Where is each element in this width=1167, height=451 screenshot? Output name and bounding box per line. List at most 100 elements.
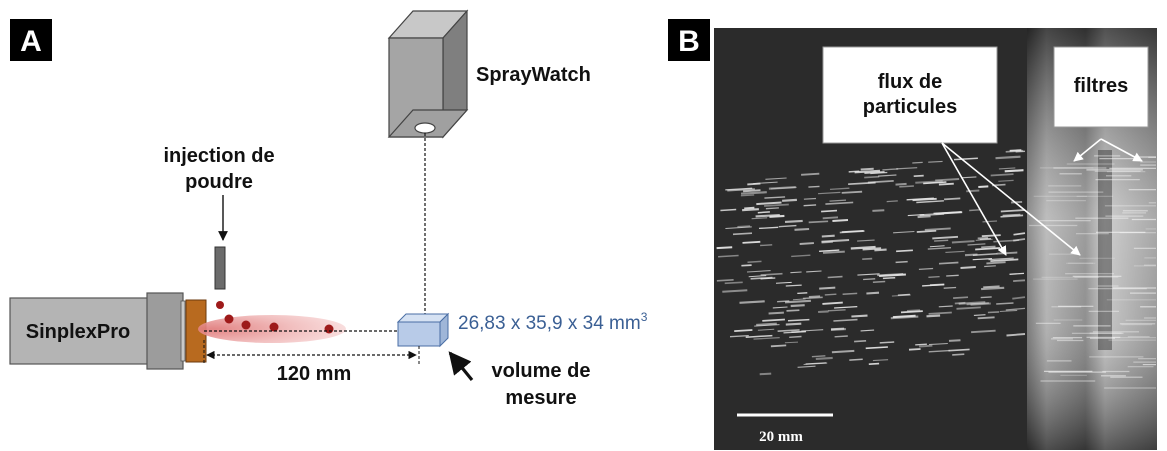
particle-streak: [777, 300, 790, 303]
particle-streak: [935, 178, 960, 182]
particle-streak: [954, 301, 966, 305]
particle-streak: [725, 187, 753, 191]
particle-streak: [799, 242, 814, 245]
particle-streak: [952, 353, 965, 356]
particle-streak: [999, 309, 1018, 313]
particle-streak: [978, 185, 989, 188]
particle-streak: [932, 235, 959, 240]
particle-streak: [769, 214, 785, 218]
particle-streak: [987, 311, 1000, 314]
particle-streak: [765, 207, 779, 210]
particle-streak: [784, 299, 811, 304]
particle-streak: [868, 362, 880, 365]
particle-streak: [737, 225, 751, 228]
volume-label-line2: mesure: [505, 387, 576, 409]
particle-streak: [827, 309, 846, 312]
particle-streak: [783, 331, 806, 334]
particle-streak: [895, 182, 907, 186]
particle-streak: [882, 276, 896, 280]
particle-streak: [862, 247, 882, 251]
particle-streak: [857, 273, 880, 276]
particle-streak: [772, 306, 788, 309]
particle-streak: [722, 289, 748, 293]
particle-streak: [934, 239, 949, 242]
particle-streak: [841, 230, 864, 233]
particle-streak: [797, 365, 816, 368]
particle-streak: [765, 177, 787, 180]
particle-streak: [790, 271, 802, 274]
particle-streak: [756, 201, 782, 206]
particle-streak: [792, 298, 806, 301]
particle-streak: [829, 187, 850, 191]
scale-bar-label: 20 mm: [759, 429, 803, 445]
particle-streak: [825, 201, 854, 205]
particle-streak: [718, 254, 739, 258]
particle-streak: [803, 362, 828, 366]
particle-streak: [988, 257, 1014, 261]
particle-streak: [1012, 296, 1026, 300]
particle-streak: [724, 281, 743, 285]
particle-streak: [960, 176, 977, 179]
particle-flow-arrow: [941, 142, 1081, 256]
particle-streak: [743, 189, 761, 193]
particle-streak: [928, 275, 940, 278]
particle-streak: [778, 224, 797, 228]
filters-callout-box: [1053, 46, 1149, 128]
particle-streak: [917, 215, 931, 219]
particle-streak: [725, 226, 752, 229]
particle-streak: [912, 197, 937, 202]
particle-streak: [916, 200, 944, 204]
particle-streak: [919, 212, 945, 217]
particle-streak: [998, 167, 1016, 170]
particle-streak: [739, 300, 765, 304]
powder-particle: [224, 314, 234, 324]
particle-streak: [720, 208, 737, 212]
particle-streak: [1013, 279, 1026, 282]
particle-streak: [874, 248, 887, 252]
particle-streak: [944, 197, 961, 201]
particle-streak: [842, 292, 858, 296]
distance-label: 120 mm: [277, 363, 352, 385]
particle-streak: [981, 245, 996, 249]
particle-streak: [990, 173, 1014, 177]
particle-streak: [897, 293, 910, 296]
particle-streak: [983, 285, 1000, 289]
particle-streak: [906, 197, 934, 201]
particle-streak: [824, 293, 837, 296]
particle-streak: [834, 305, 858, 309]
particle-streak: [982, 220, 998, 223]
particle-streak: [984, 265, 996, 268]
particle-streak: [808, 220, 829, 224]
particle-streak: [960, 266, 976, 269]
particle-streak: [830, 328, 846, 332]
particle-streak: [808, 295, 821, 298]
particle-streak: [822, 250, 845, 254]
particle-streak: [833, 318, 858, 322]
particle-streak: [981, 234, 1001, 238]
particle-streak: [981, 286, 1005, 291]
particle-streak: [760, 244, 773, 247]
particle-streak: [879, 341, 895, 344]
particle-streak: [750, 276, 773, 280]
particle-streak: [745, 334, 773, 338]
particle-streak: [748, 275, 767, 278]
particle-streak: [972, 258, 993, 261]
particle-streak: [741, 264, 752, 267]
particle-streak: [964, 253, 978, 257]
particle-streak: [912, 161, 923, 164]
particle-streak: [879, 273, 906, 278]
volume-label-line1: volume de: [492, 360, 591, 382]
particle-streak: [896, 167, 918, 170]
particle-streak: [1009, 272, 1025, 275]
particle-streak: [943, 286, 957, 289]
particle-flow-label-line2: particules: [863, 96, 957, 118]
particle-streak: [764, 196, 786, 199]
particle-streak: [996, 302, 1014, 305]
particle-streak: [928, 342, 948, 346]
particle-streak: [945, 250, 965, 253]
particle-streak: [1013, 238, 1026, 242]
particle-streak: [899, 185, 914, 188]
particle-streak: [928, 349, 950, 353]
injection-label-line1: injection de: [163, 145, 274, 167]
particle-streak: [791, 254, 811, 258]
